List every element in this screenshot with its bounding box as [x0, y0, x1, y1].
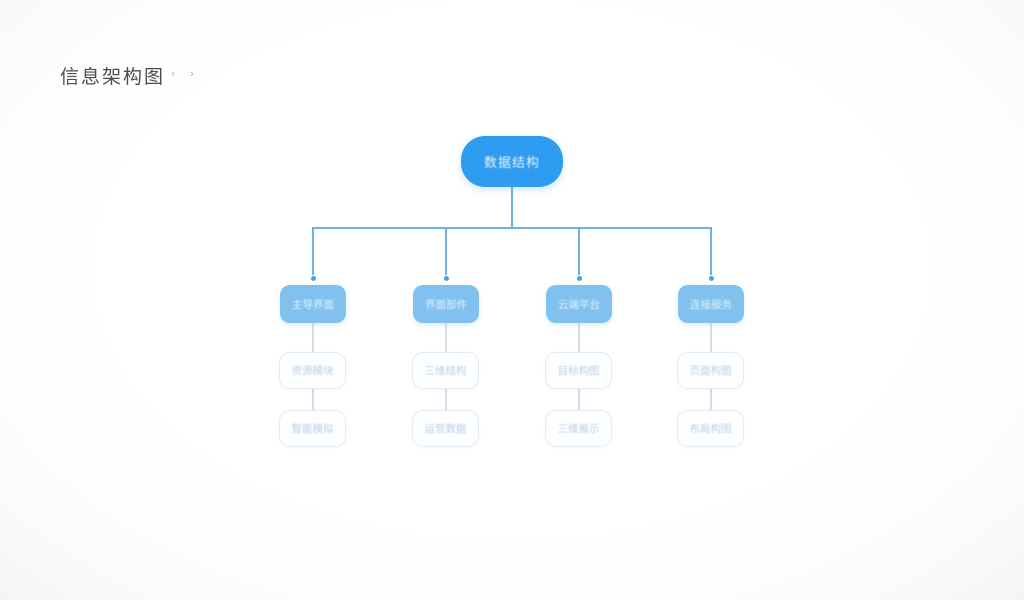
leaf-node[interactable]: 布局构图: [677, 410, 744, 447]
branch-node-label: 云端平台: [558, 298, 600, 311]
chevron-right-icon: ›: [190, 68, 194, 80]
leaf-node-label: 运营数据: [424, 423, 467, 435]
leaf-node-label: 智能模拟: [291, 423, 334, 435]
connector-line: [445, 228, 447, 275]
connector-line: [710, 228, 712, 275]
branch-node[interactable]: 界面部件: [413, 285, 479, 323]
leaf-node[interactable]: 智能模拟: [279, 410, 346, 447]
leaf-node[interactable]: 运营数据: [412, 410, 479, 447]
branch-node-label: 界面部件: [425, 298, 467, 311]
leaf-node-label: 资源模块: [291, 365, 334, 377]
leaf-node[interactable]: 三维结构: [412, 352, 479, 389]
connector-dot: [443, 276, 449, 281]
leaf-node[interactable]: 页面构图: [677, 352, 744, 389]
connector-line: [578, 228, 580, 275]
connector-dot: [708, 276, 714, 281]
leaf-node-label: 布局构图: [689, 423, 732, 435]
chevron-right-icon: ›: [171, 68, 175, 80]
leaf-node-label: 页面构图: [689, 365, 732, 377]
branch-node-label: 主导界面: [292, 298, 334, 311]
branch-node[interactable]: 主导界面: [280, 285, 346, 323]
leaf-node-label: 三维结构: [424, 365, 467, 377]
connector-root-line: [511, 187, 513, 228]
connector-dot: [576, 276, 582, 281]
root-node-label: 数据结构: [483, 155, 540, 170]
connector-line: [445, 323, 447, 352]
leaf-node[interactable]: 目标构图: [545, 352, 612, 389]
connector-line: [578, 323, 580, 352]
leaf-node[interactable]: 三维展示: [545, 410, 612, 447]
root-node[interactable]: 数据结构: [461, 136, 563, 187]
page-title: 信息架构图: [60, 67, 166, 88]
connector-dot: [310, 276, 316, 281]
connector-line: [312, 323, 314, 352]
connector-line: [312, 228, 314, 275]
connector-line: [445, 389, 447, 410]
leaf-node-label: 目标构图: [557, 365, 600, 377]
connector-line: [710, 323, 712, 352]
connector-bus-line: [312, 227, 712, 229]
branch-node[interactable]: 云端平台: [546, 285, 612, 323]
connector-line: [710, 389, 712, 410]
branch-node[interactable]: 连接服务: [678, 285, 744, 323]
branch-node-label: 连接服务: [690, 298, 732, 311]
connector-line: [312, 389, 314, 410]
leaf-node[interactable]: 资源模块: [279, 352, 346, 389]
leaf-node-label: 三维展示: [557, 423, 600, 435]
connector-line: [578, 389, 580, 410]
